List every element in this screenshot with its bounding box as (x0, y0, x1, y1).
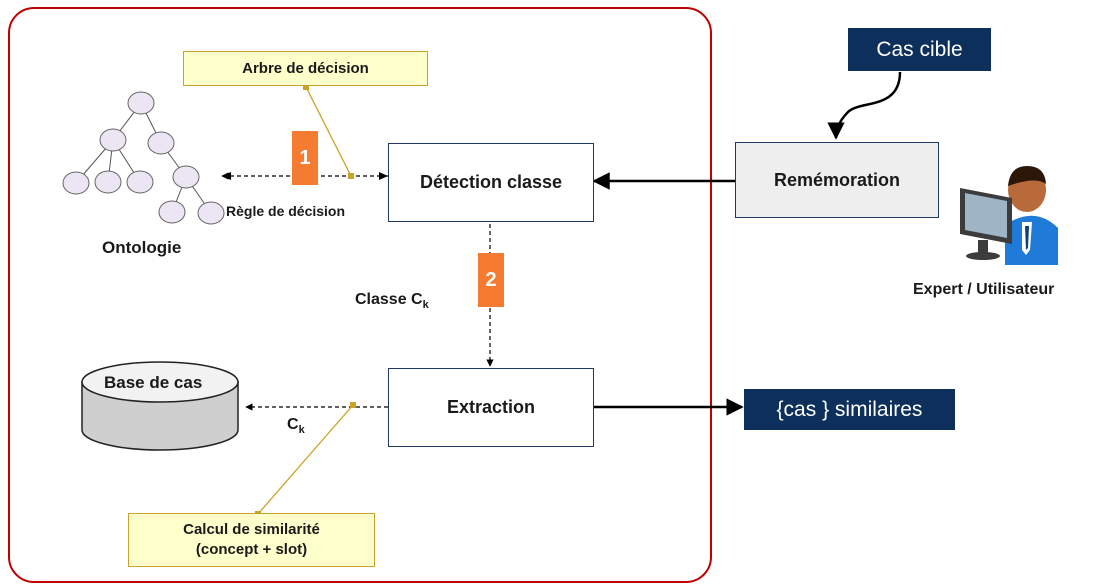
similarity-note: Calcul de similarité (concept + slot) (128, 513, 375, 567)
rememoration-label: Remémoration (773, 169, 901, 190)
similar-cases-label: {cas } similaires (776, 397, 923, 421)
similarity-note-line2: (concept + slot) (195, 541, 308, 558)
extraction-label: Extraction (446, 397, 536, 417)
ck-subscript: k (298, 424, 305, 437)
case-base-label: Base de cas (104, 373, 203, 392)
decision-rule-label: Règle de décision (226, 203, 346, 219)
similarity-note-line1: Calcul de similarité (183, 521, 320, 538)
target-case-box: Cas cible (848, 28, 991, 71)
class-ck-text: Classe C (355, 291, 423, 308)
extraction-box: Extraction (388, 368, 594, 447)
system-frame (8, 7, 712, 583)
detection-class-label: Détection classe (419, 172, 563, 192)
database-cylinder-icon (81, 361, 239, 451)
decision-tree-note: Arbre de décision (183, 51, 428, 86)
ck-text: C (287, 416, 299, 433)
class-ck-subscript: k (422, 299, 429, 312)
similar-cases-box: {cas } similaires (744, 389, 955, 430)
step-1-badge: 1 (292, 131, 318, 185)
expert-user-label: Expert / Utilisateur (913, 281, 1055, 298)
target-case-label: Cas cible (876, 37, 963, 61)
ontology-tree-icon (62, 91, 225, 225)
rememoration-box: Remémoration (735, 142, 939, 218)
step-2-badge: 2 (478, 253, 504, 307)
ontology-label: Ontologie (102, 238, 182, 257)
detection-class-box: Détection classe (388, 143, 594, 222)
class-ck-label: Classe Ck (355, 291, 429, 311)
expert-user-icon (960, 166, 1058, 265)
ck-label: Ck (287, 416, 305, 436)
decision-tree-note-text: Arbre de décision (242, 59, 369, 77)
